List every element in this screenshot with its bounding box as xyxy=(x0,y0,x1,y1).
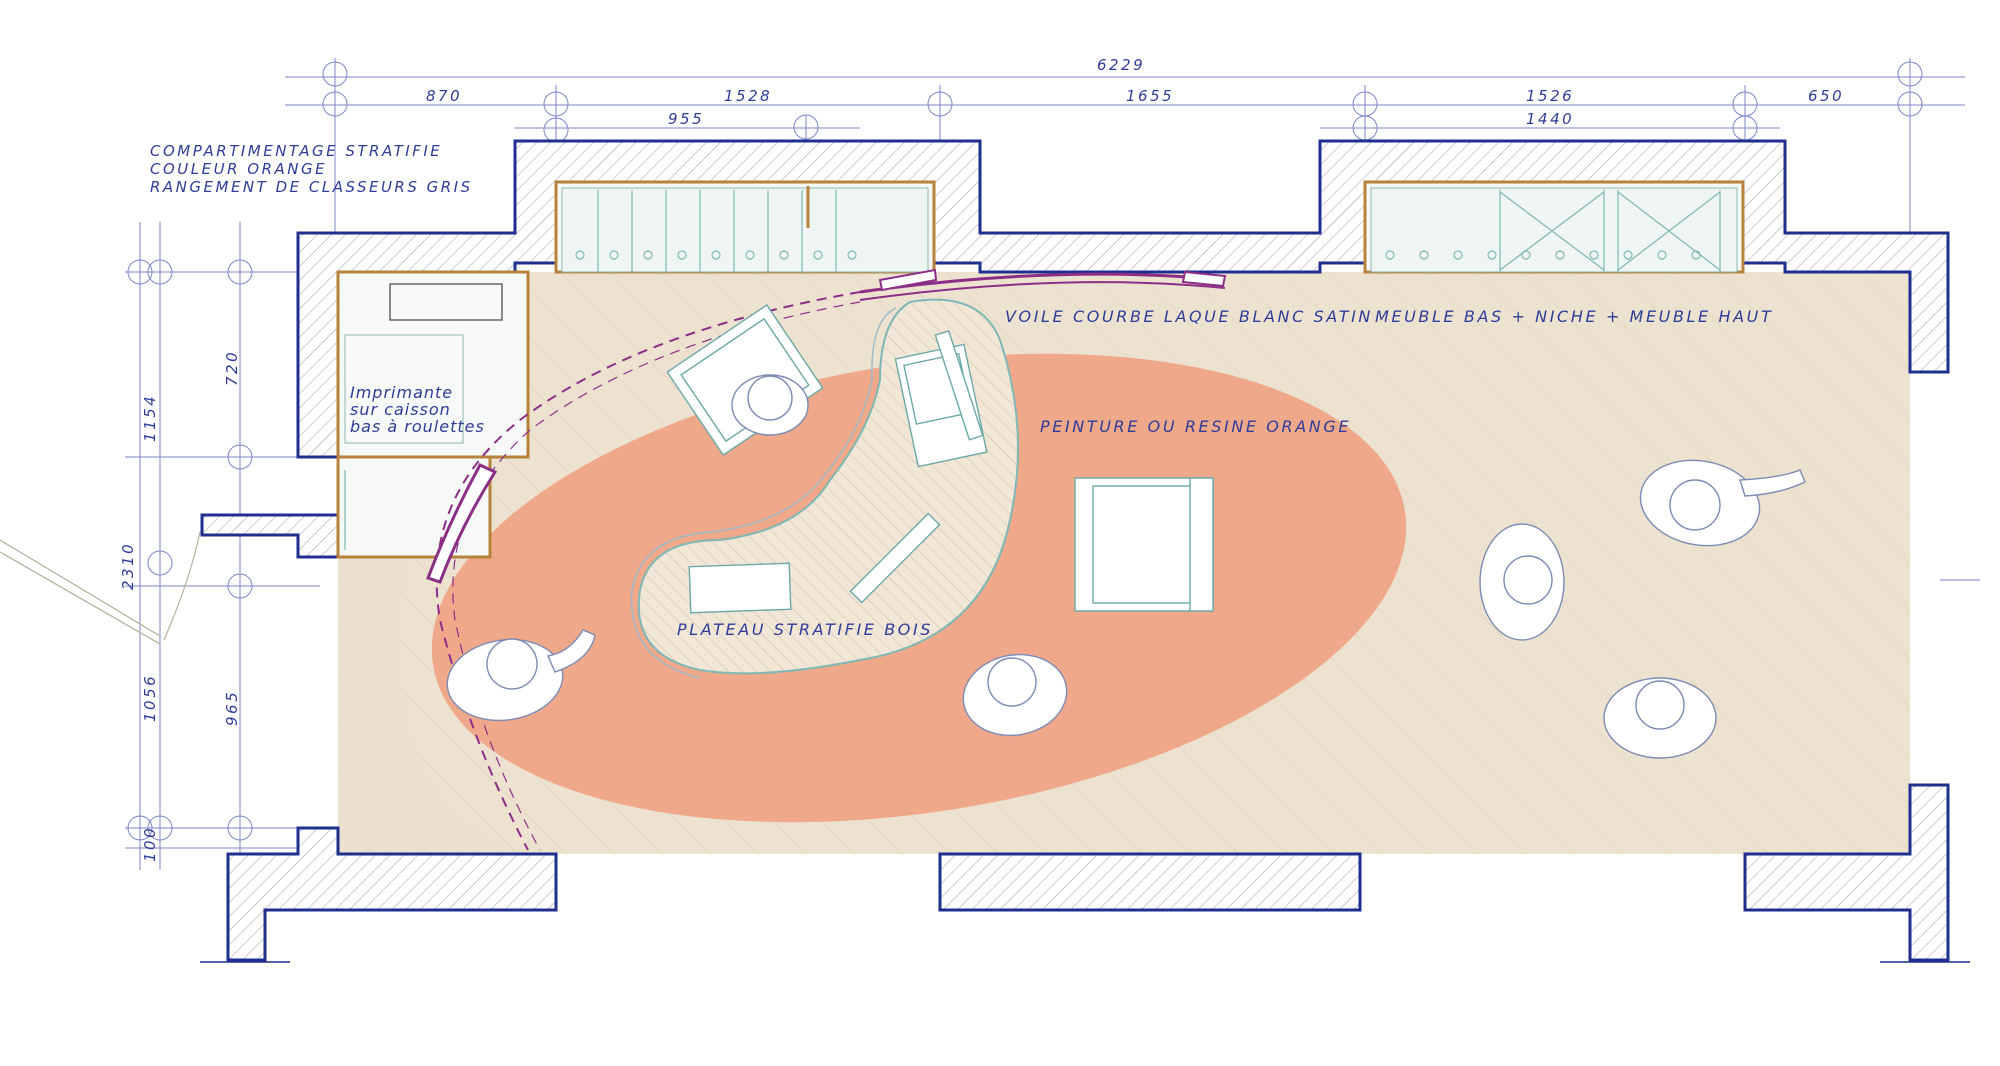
label-cabinet: MEUBLE BAS + NICHE + MEUBLE HAUT xyxy=(1375,307,1773,326)
dim-left-inner-upper: 720 xyxy=(223,350,241,386)
label-curved-wall: VOILE COURBE LAQUE BLANC SATIN xyxy=(1005,307,1373,326)
dim-top-1: 870 xyxy=(426,87,462,105)
person-seated xyxy=(731,374,809,436)
dim-left-outer-bottom: 100 xyxy=(141,826,159,862)
dimension-grid xyxy=(125,58,1965,870)
left-storage-cabinet xyxy=(554,180,936,274)
person-right-2 xyxy=(1639,459,1806,547)
note-line-1: COMPARTIMENTAGE STRATIFIE xyxy=(150,142,442,160)
person-right-3 xyxy=(1603,677,1717,759)
person-center xyxy=(962,653,1068,737)
person-left xyxy=(446,629,596,722)
annotation-notes: COMPARTIMENTAGE STRATIFIE COULEUR ORANGE… xyxy=(150,142,1773,639)
label-desk-top: PLATEAU STRATIFIE BOIS xyxy=(677,620,933,639)
note-line-3: RANGEMENT DE CLASSEURS GRIS xyxy=(150,178,473,196)
dim-left-outer-lower: 1056 xyxy=(141,674,159,722)
label-floor-finish: PEINTURE OU RESINE ORANGE xyxy=(1040,417,1351,436)
person-right-1 xyxy=(1479,523,1565,641)
printer-note-1: Imprimante xyxy=(350,383,453,402)
dim-left-outer-total: 2310 xyxy=(119,542,137,590)
dim-left-inner-lower: 965 xyxy=(223,690,241,726)
dim-top-5: 650 xyxy=(1808,87,1844,105)
dim-top-3: 1655 xyxy=(1126,87,1174,105)
dim-top-2: 1528 xyxy=(724,87,772,105)
printer-note-2: sur caisson xyxy=(350,400,451,419)
dim-top-4: 1526 xyxy=(1526,87,1574,105)
printer-cabinet xyxy=(336,270,530,559)
door-swing xyxy=(0,531,201,645)
dim-left-outer-upper: 1154 xyxy=(141,394,159,442)
curved-partition xyxy=(426,268,1227,851)
people xyxy=(446,374,1806,759)
dim-second-right: 1440 xyxy=(1526,110,1574,128)
note-line-2: COULEUR ORANGE xyxy=(150,160,327,178)
furniture xyxy=(666,304,1214,614)
printer-note-3: bas à roulettes xyxy=(350,417,485,436)
right-storage-cabinet xyxy=(1363,180,1745,274)
dim-second-left: 955 xyxy=(668,110,704,128)
dim-total: 6229 xyxy=(1097,56,1145,74)
